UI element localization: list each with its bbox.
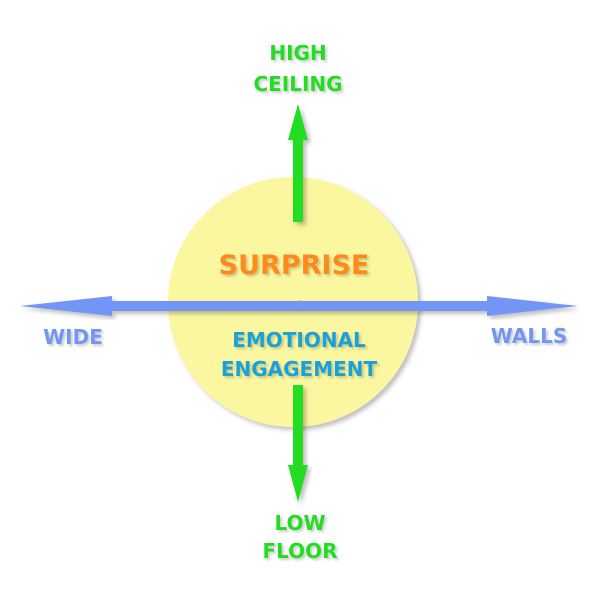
low-floor-label-line1: LOW — [274, 511, 325, 535]
high-ceiling-label-line2: CEILING — [253, 72, 342, 96]
emotional-engagement-label-line2: ENGAGEMENT — [221, 357, 378, 381]
right-arrowhead — [487, 296, 578, 316]
low-floor-label-line2: FLOOR — [262, 539, 337, 563]
up-arrowhead — [288, 104, 308, 140]
down-arrow-shaft — [293, 385, 303, 470]
high-ceiling-label-line1: HIGH — [269, 41, 326, 65]
up-arrow-shaft — [293, 138, 303, 222]
emotional-engagement-label-line1: EMOTIONAL — [232, 328, 366, 352]
down-arrowhead — [288, 465, 308, 502]
up-arrow — [288, 104, 308, 222]
left-arrowhead — [20, 296, 112, 316]
down-arrow — [288, 385, 308, 502]
walls-label: WALLS — [491, 324, 568, 348]
surprise-label: SURPRISE — [219, 250, 370, 281]
wide-label: WIDE — [43, 325, 103, 349]
